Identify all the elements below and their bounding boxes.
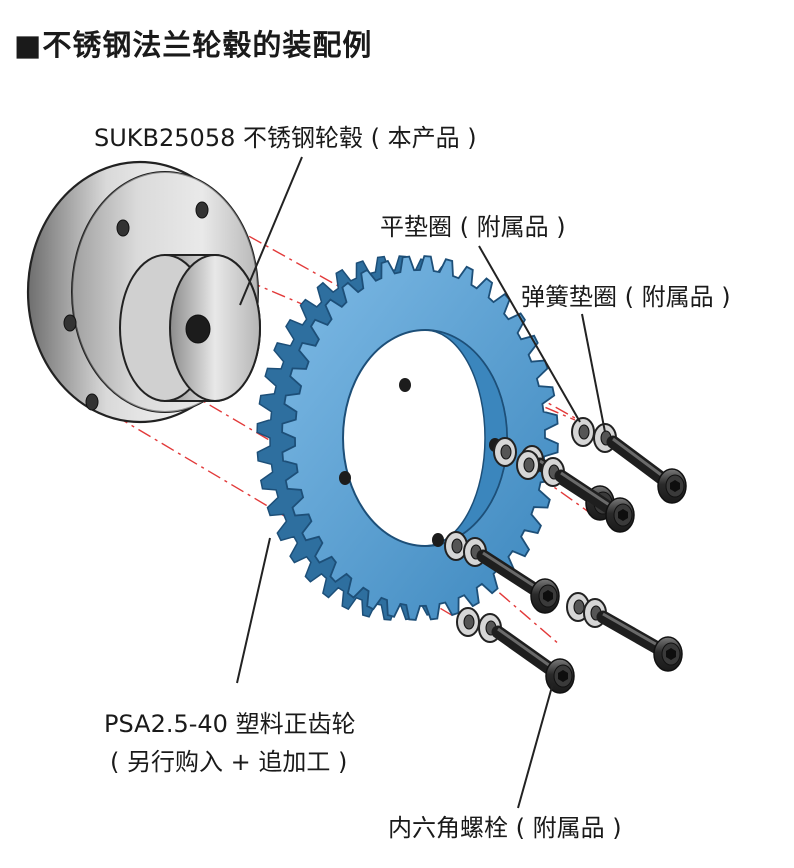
bolt-leader-line bbox=[517, 682, 554, 809]
flat-washer-hole bbox=[463, 614, 475, 630]
gear-leader-line bbox=[236, 537, 271, 684]
gear-hole bbox=[339, 471, 351, 485]
socket-head-bolt bbox=[491, 625, 575, 694]
flange-hole bbox=[85, 393, 99, 411]
flat-washer-hole bbox=[451, 538, 463, 554]
flat-washer-hole bbox=[500, 444, 512, 460]
gear-hole bbox=[399, 378, 411, 392]
gear-label-line2: ( 另行购入 + 追加工 ) bbox=[110, 748, 348, 776]
gear-hole bbox=[432, 533, 444, 547]
spring-washer-leader-line bbox=[581, 313, 606, 433]
flat-washer-leader-line bbox=[478, 245, 581, 423]
bore-hole bbox=[185, 314, 211, 344]
page-title: ■不锈钢法兰轮毂的装配例 bbox=[14, 28, 373, 62]
flat-washer-label: 平垫圈 ( 附属品 ) bbox=[380, 213, 566, 241]
hub-leader-line bbox=[239, 156, 303, 306]
flange-hole bbox=[195, 201, 209, 219]
socket-head-bolt bbox=[606, 435, 687, 504]
stainless-hub bbox=[26, 160, 261, 424]
hub-label: SUKB25058 不锈钢轮毂 ( 本产品 ) bbox=[94, 124, 477, 152]
flat-washer-hole bbox=[573, 599, 585, 615]
spring-washer-label: 弹簧垫圈 ( 附属品 ) bbox=[521, 283, 731, 311]
fasteners bbox=[444, 417, 687, 694]
plastic-spur-gear bbox=[256, 255, 559, 621]
flange-hole bbox=[63, 314, 77, 332]
gear-label-line1: PSA2.5-40 塑料正齿轮 bbox=[104, 710, 356, 738]
flange-hole bbox=[116, 219, 130, 237]
socket-head-bolt bbox=[554, 469, 635, 533]
leader-lines bbox=[236, 156, 606, 809]
flat-washer-hole bbox=[578, 424, 590, 440]
socket-head-bolt bbox=[596, 610, 683, 672]
flat-washer-hole bbox=[523, 457, 535, 473]
socket-head-bolt bbox=[476, 549, 560, 614]
bolt-label: 内六角螺栓 ( 附属品 ) bbox=[388, 814, 622, 842]
